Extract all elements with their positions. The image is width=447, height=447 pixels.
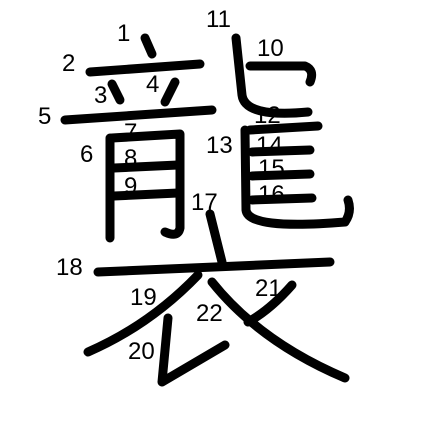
- stroke-19: [83, 270, 203, 357]
- stroke-1: [140, 33, 157, 59]
- stroke-15: [247, 169, 315, 181]
- stroke-number: 12: [254, 102, 281, 129]
- stroke-number: 9: [124, 173, 137, 200]
- stroke-number: 16: [258, 181, 285, 208]
- stroke-17: [205, 209, 227, 267]
- stroke-number: 17: [191, 189, 218, 216]
- stroke-11: [231, 33, 313, 118]
- stroke-number: 18: [56, 254, 83, 281]
- stroke-number: 14: [256, 132, 283, 159]
- stroke-number: 7: [124, 119, 137, 146]
- stroke-3: [107, 79, 125, 105]
- stroke-5: [60, 105, 217, 125]
- stroke-number: 19: [130, 284, 157, 311]
- stroke-number: 10: [257, 35, 284, 62]
- stroke-number: 2: [62, 50, 75, 77]
- stroke-number: 3: [94, 82, 107, 109]
- stroke-12: [245, 121, 323, 135]
- stroke-number: 21: [255, 275, 282, 302]
- stroke-13: [240, 125, 354, 229]
- stroke-number-labels: 1 2 3 4 5 6 7 8 9 10 11 12 13 14 15 16 1…: [38, 6, 285, 365]
- stroke-number: 11: [206, 6, 231, 33]
- stroke-number: 5: [38, 103, 51, 130]
- stroke-number: 20: [128, 338, 155, 365]
- stroke-22: [207, 277, 350, 383]
- stroke-number: 22: [196, 300, 223, 327]
- stroke-16: [247, 193, 317, 205]
- stroke-number: 13: [206, 132, 233, 159]
- stroke-8: [109, 160, 183, 173]
- stroke-number: 6: [80, 141, 93, 168]
- stroke-number: 8: [124, 145, 137, 172]
- stroke-20: [157, 313, 230, 387]
- stroke-number: 15: [258, 155, 285, 182]
- stroke-number: 1: [117, 20, 130, 47]
- stroke-9: [109, 188, 183, 201]
- stroke-14: [247, 145, 315, 157]
- stroke-10: [245, 61, 317, 87]
- character-strokes: [60, 33, 354, 387]
- stroke-number: 4: [146, 71, 159, 98]
- stroke-7: [107, 129, 185, 239]
- stroke-18: [93, 257, 335, 277]
- stroke-2: [85, 59, 205, 77]
- stroke-4: [160, 77, 180, 107]
